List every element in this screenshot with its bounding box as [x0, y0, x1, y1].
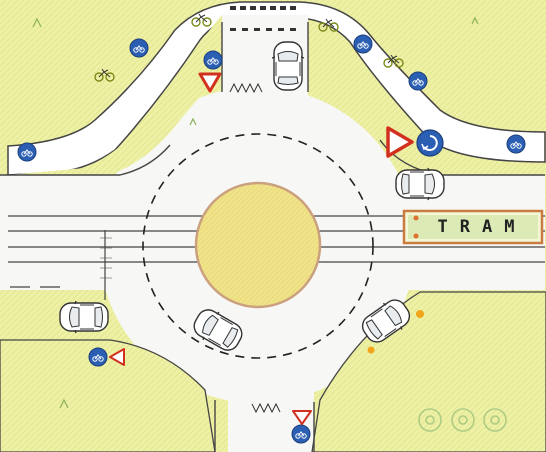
- grass-corner-nw: [8, 15, 222, 175]
- zebra-crossing-north: [230, 6, 296, 31]
- yield-sign-icon: [386, 126, 414, 158]
- car-icon: [395, 167, 445, 201]
- shark-teeth-south: [251, 402, 281, 414]
- cycle-path-sign-icon: [291, 424, 311, 444]
- cycle-path-sign-icon: [506, 134, 526, 154]
- roundabout-dashed-lane: [142, 133, 374, 359]
- cycle-path: [7, 1, 546, 176]
- turn-indicator: [367, 310, 424, 354]
- cycle-path-sign-icon: [353, 34, 373, 54]
- cycle-path-sign-icon: [129, 38, 149, 58]
- car-icon: [59, 300, 109, 334]
- tree-icon: [418, 408, 507, 432]
- car-icon: [271, 41, 305, 91]
- tram-label: TRAM: [438, 217, 527, 237]
- yield-sign-icon: [292, 410, 312, 425]
- yield-sign-icon: [109, 348, 125, 366]
- cycle-path-sign-icon: [88, 347, 108, 367]
- cycle-path-sign-icon: [17, 142, 37, 162]
- tram: TRAM: [402, 209, 544, 245]
- cycle-path-sign-icon: [408, 71, 428, 91]
- roundabout-sign-icon: [416, 129, 444, 157]
- zebra-crossing-west: [100, 237, 112, 279]
- shark-teeth-north: [229, 82, 263, 94]
- center-island: [194, 181, 322, 309]
- grass-corner-sw: [0, 339, 216, 452]
- cycle-path-sign-icon: [203, 50, 223, 70]
- grass-tuft: [32, 16, 479, 409]
